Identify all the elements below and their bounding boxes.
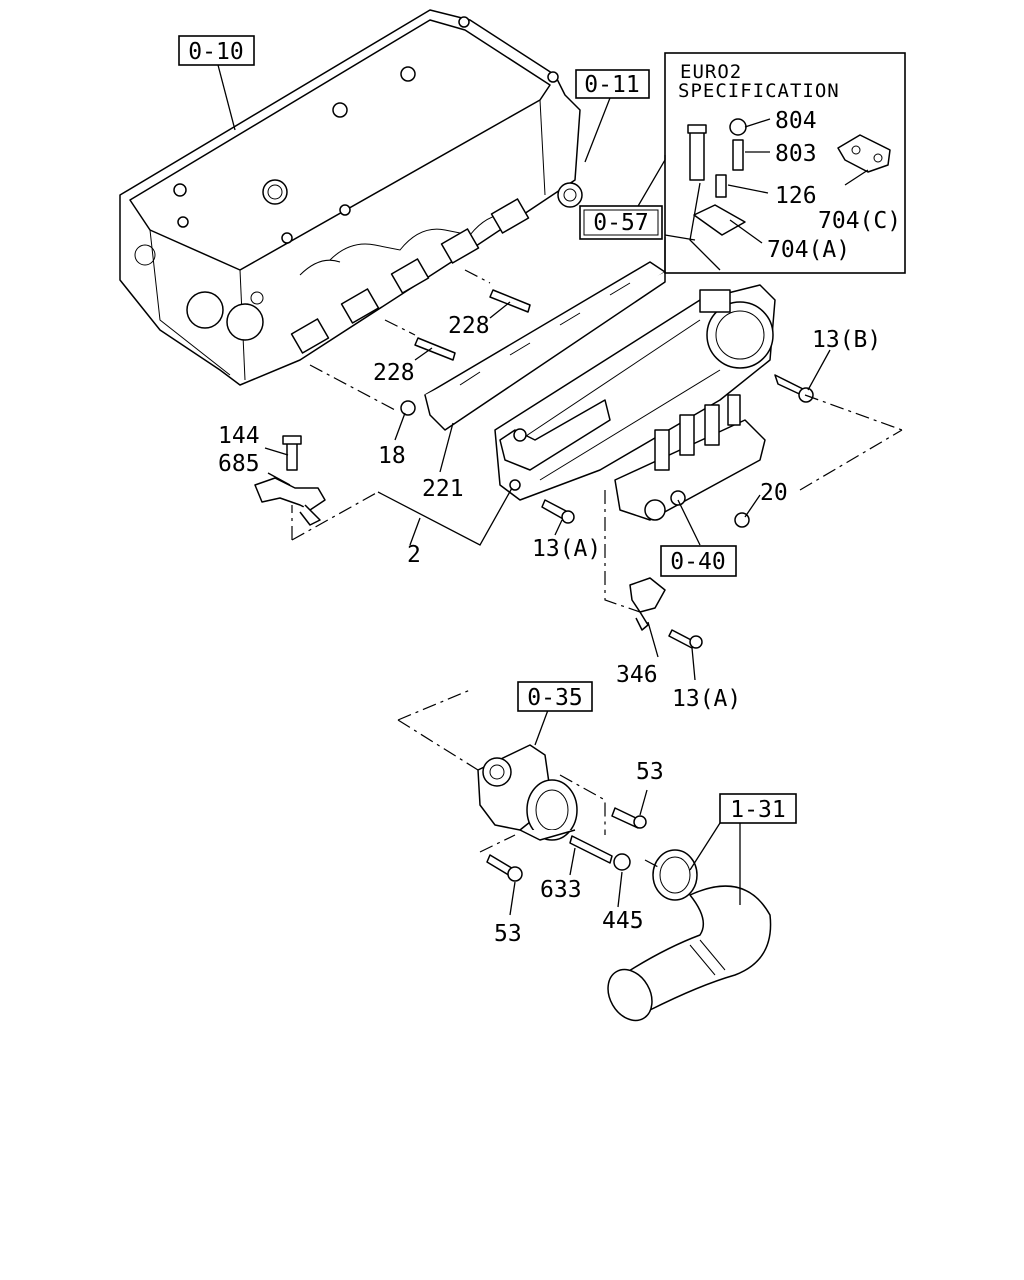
label-2: 2	[407, 542, 421, 568]
label-704a: 704(A)	[767, 237, 850, 263]
label-13a-1: 13(A)	[532, 536, 601, 562]
label-18: 18	[378, 443, 406, 469]
label-633: 633	[540, 877, 582, 903]
cylinder-head-drawing	[119, 9, 583, 386]
clip-346-drawing	[629, 577, 666, 631]
label-53a: 53	[636, 759, 664, 785]
label-804: 804	[775, 108, 817, 134]
svg-text:0-57: 0-57	[593, 210, 648, 236]
ref-box-1-31: 1-31	[719, 793, 797, 824]
label-803: 803	[775, 141, 817, 167]
label-228a: 228	[448, 313, 490, 339]
bracket-685-drawing	[254, 435, 326, 526]
label-685: 685	[218, 451, 260, 477]
intake-manifold-drawing	[494, 284, 776, 521]
ref-box-0-40: 0-40	[660, 545, 737, 577]
ref-box-0-11: 0-11	[575, 69, 650, 99]
label-126: 126	[775, 183, 817, 209]
label-13b: 13(B)	[812, 327, 881, 353]
label-20: 20	[760, 480, 788, 506]
ref-box-0-57: 0-57	[579, 205, 663, 240]
svg-text:0-40: 0-40	[670, 549, 725, 575]
label-144: 144	[218, 423, 260, 449]
hose-drawing	[607, 849, 772, 1022]
inset-title-line2: SPECIFICATION	[678, 80, 840, 102]
svg-text:0-35: 0-35	[527, 685, 582, 711]
label-13a-2: 13(A)	[672, 686, 741, 712]
label-445: 445	[602, 908, 644, 934]
ref-box-0-35: 0-35	[517, 681, 593, 712]
valve-assembly-drawing	[477, 744, 647, 882]
studs-228-drawing	[414, 289, 531, 361]
label-704c: 704(C)	[818, 208, 901, 234]
leader-lines	[217, 64, 903, 916]
label-346: 346	[616, 662, 658, 688]
label-53b: 53	[494, 921, 522, 947]
label-228b: 228	[373, 360, 415, 386]
ref-box-0-10: 0-10	[178, 35, 255, 66]
inset-title-line1: EURO2	[680, 61, 742, 83]
inset-parts-drawing	[687, 118, 891, 236]
bolts-drawing	[400, 374, 814, 649]
label-221: 221	[422, 476, 464, 502]
gasket-221-drawing	[424, 261, 666, 431]
svg-text:0-10: 0-10	[188, 39, 243, 65]
svg-text:0-11: 0-11	[584, 72, 639, 98]
inset-frame	[664, 52, 906, 274]
svg-text:1-31: 1-31	[730, 797, 785, 823]
